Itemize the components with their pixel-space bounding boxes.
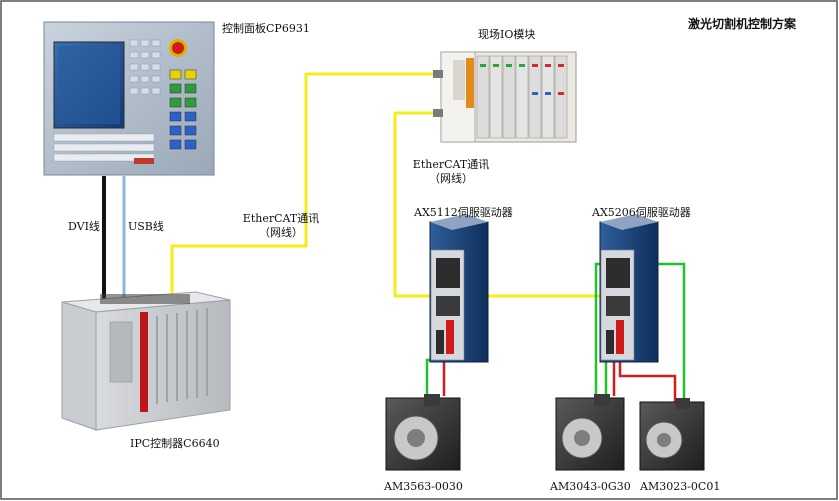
label-ethercat-left-cable: （网线） [259, 226, 303, 239]
ipc-icon [61, 291, 231, 431]
label-motor1: AM3563-0030 [384, 480, 463, 493]
label-usb: USB线 [128, 220, 164, 233]
label-dvi: DVI线 [68, 220, 100, 233]
label-motor2: AM3043-0G30 [550, 480, 631, 493]
feedback-cable-motor2b [594, 262, 600, 398]
ethercat-cable-io-drives [393, 111, 616, 298]
io-module-icon [433, 51, 577, 143]
label-drive1: AX5112伺服驱动器 [414, 206, 513, 219]
power-cable-motor3 [618, 360, 677, 402]
label-io-module: 现场IO模块 [478, 28, 536, 41]
label-ethercat-right: EtherCAT通讯 [412, 158, 490, 171]
control-panel-icon [43, 21, 215, 176]
diagram-title: 激光切割机控制方案 [688, 17, 797, 31]
label-control-panel: 控制面板CP6931 [222, 22, 310, 35]
servo-drive-icon [429, 214, 659, 363]
label-drive2: AX5206伺服驱动器 [592, 206, 691, 219]
label-ipc: IPC控制器C6640 [130, 437, 220, 450]
label-ethercat-right-cable: （网线） [429, 172, 473, 185]
ethercat-cable-ipc-io [170, 72, 440, 296]
servo-motor-icon [385, 394, 705, 471]
label-ethercat-left: EtherCAT通讯 [242, 212, 320, 225]
label-motor3: AM3023-0C01 [640, 480, 721, 493]
